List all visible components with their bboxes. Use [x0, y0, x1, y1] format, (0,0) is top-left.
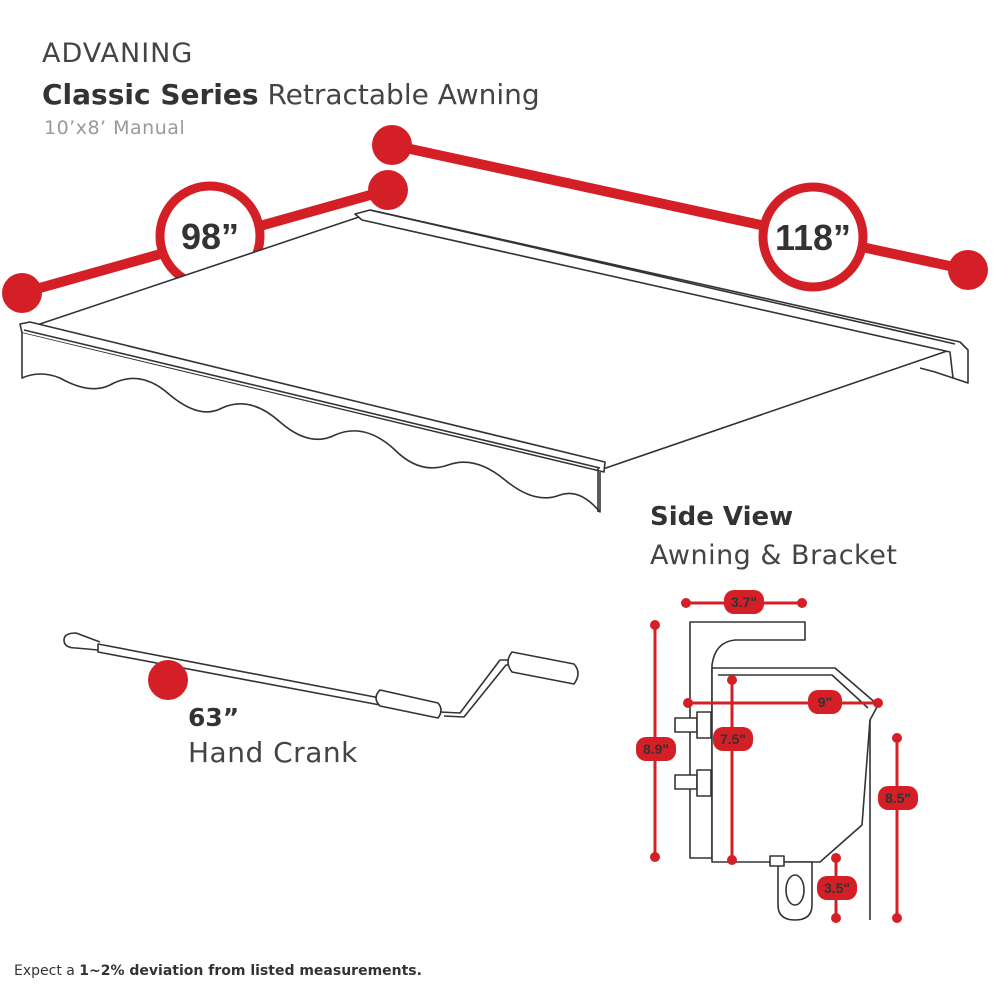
- footnote-bold: 1~2% deviation from listed measurements.: [79, 963, 422, 979]
- crank-arm-back: [443, 664, 512, 718]
- crank-eye-hole: [785, 874, 805, 906]
- crank-length-dot: [148, 660, 188, 700]
- bolt-bottom: [674, 774, 698, 790]
- crank-label: Hand Crank: [188, 736, 358, 769]
- crank-arm: [439, 659, 510, 714]
- eye-nut: [769, 855, 785, 867]
- nut-bottom: [696, 769, 712, 797]
- side-view-title: Side View: [650, 502, 794, 532]
- crank-handle: [507, 651, 579, 685]
- dim-bracket-width-value: 3.7": [731, 594, 757, 610]
- dim-bracket-height-tag: [636, 737, 676, 761]
- width-badge: [758, 182, 868, 292]
- rear-bar-end: [919, 367, 954, 379]
- dim-eye-height-value: 3.5": [824, 880, 850, 896]
- crank-grip-lower: [375, 689, 442, 719]
- dim-depth-end: [873, 698, 883, 708]
- dim-depth-tag: [808, 690, 842, 714]
- dim-inner-height-end: [727, 855, 737, 865]
- brand-name: ADVANING: [42, 38, 194, 69]
- dim-bracket-width-end: [797, 598, 807, 608]
- width-dim-line: [390, 140, 970, 275]
- dim-awning-height-tag: [878, 786, 918, 810]
- bolt-top: [674, 717, 698, 733]
- hand-crank-illustration: [63, 632, 579, 719]
- width-dim-start-dot: [372, 125, 412, 165]
- dim-depth-value: 9": [818, 694, 832, 710]
- dim-inner-height-tag: [713, 727, 753, 751]
- footnote: Expect a 1~2% deviation from listed meas…: [14, 963, 422, 979]
- awning-illustration: [19, 209, 969, 513]
- projection-value: 98”: [181, 216, 239, 257]
- dim-bracket-height-start: [650, 620, 660, 630]
- bracket-illustration: [674, 621, 879, 921]
- dim-inner-height-start: [727, 675, 737, 685]
- product-type: Retractable Awning: [258, 78, 540, 111]
- crank-rod: [97, 643, 381, 706]
- bracket-dimensions: [636, 590, 918, 923]
- footnote-prefix: Expect a: [14, 963, 80, 979]
- width-dimension: 118”: [372, 125, 988, 292]
- cassette-inner-line: [718, 674, 869, 709]
- dim-awning-height-value: 8.5": [885, 790, 911, 806]
- dim-depth-start: [683, 698, 693, 708]
- dim-inner-height-value: 7.5": [720, 731, 746, 747]
- dim-eye-height-tag: [817, 876, 857, 900]
- side-view-subtitle: Awning & Bracket: [650, 540, 898, 571]
- dim-eye-height-end: [831, 913, 841, 923]
- product-title: Classic Series Retractable Awning: [42, 78, 540, 111]
- dim-bracket-width-start: [681, 598, 691, 608]
- dim-bracket-width-tag: [724, 590, 764, 614]
- valance: [21, 333, 601, 513]
- dim-awning-height-start: [892, 733, 902, 743]
- projection-dimension: 98”: [2, 170, 408, 313]
- crank-length: 63”: [188, 703, 240, 732]
- nut-top: [696, 711, 712, 739]
- rear-bar-edge: [369, 209, 956, 345]
- model-size: 10’x8’ Manual: [44, 117, 186, 139]
- series-name: Classic Series: [42, 78, 259, 111]
- projection-dim-end-dot: [368, 170, 408, 210]
- cassette-profile: [711, 667, 879, 863]
- width-value: 118”: [775, 217, 851, 258]
- dim-awning-height-end: [892, 913, 902, 923]
- dim-eye-height-start: [831, 853, 841, 863]
- dim-bracket-height-value: 8.9": [643, 741, 669, 757]
- front-bar-edge: [23, 329, 601, 469]
- rear-bar: [354, 209, 969, 384]
- projection-dim-start-dot: [2, 273, 42, 313]
- crank-hook: [63, 632, 101, 651]
- dim-bracket-height-end: [650, 852, 660, 862]
- width-dim-end-dot: [948, 250, 988, 290]
